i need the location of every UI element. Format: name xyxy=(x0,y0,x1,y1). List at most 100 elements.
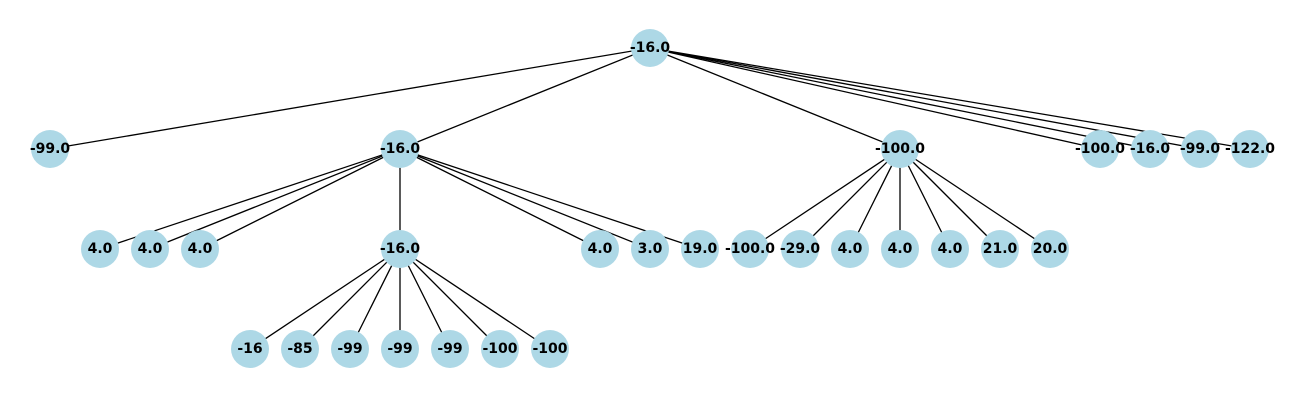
node-circle xyxy=(631,29,669,67)
node-circle xyxy=(681,230,719,268)
node-circle xyxy=(481,330,519,368)
edge-a3-c6 xyxy=(899,148,1001,250)
tree-node-d7: -100 xyxy=(531,330,569,368)
node-circle xyxy=(931,230,969,268)
node-label: -99 xyxy=(337,341,362,357)
edge-a3-c2 xyxy=(799,148,901,250)
tree-node-a6: -99.0 xyxy=(1180,130,1221,168)
node-label: -100.0 xyxy=(725,241,775,257)
tree-node-c3: 4.0 xyxy=(831,230,869,268)
node-circle xyxy=(381,230,419,268)
node-circle xyxy=(231,330,269,368)
node-label: 4.0 xyxy=(838,241,863,257)
node-circle xyxy=(1131,130,1169,168)
node-circle xyxy=(881,230,919,268)
edge-b4-d2 xyxy=(299,248,401,350)
edges-layer xyxy=(49,47,1251,350)
node-label: -16.0 xyxy=(380,241,421,257)
node-label: 4.0 xyxy=(138,241,163,257)
node-circle xyxy=(431,330,469,368)
node-circle xyxy=(781,230,819,268)
node-circle xyxy=(31,130,69,168)
node-label: -16.0 xyxy=(1130,141,1171,157)
tree-node-a7: -122.0 xyxy=(1225,130,1275,168)
tree-node-a1: -99.0 xyxy=(30,130,71,168)
edge-root-a5 xyxy=(649,47,1151,150)
node-label: 20.0 xyxy=(1033,241,1068,257)
tree-node-c4: 4.0 xyxy=(881,230,919,268)
tree-node-b7: 19.0 xyxy=(681,230,719,268)
tree-node-root: -16.0 xyxy=(630,29,671,67)
edge-b4-d7 xyxy=(399,248,551,350)
edge-root-a6 xyxy=(649,47,1201,150)
tree-node-a2: -16.0 xyxy=(380,130,421,168)
tree-node-d1: -16 xyxy=(231,330,269,368)
node-label: -100.0 xyxy=(1075,141,1125,157)
edge-a3-c7 xyxy=(899,148,1051,250)
node-circle xyxy=(1031,230,1069,268)
node-label: 4.0 xyxy=(938,241,963,257)
node-label: -99 xyxy=(387,341,412,357)
tree-node-c6: 21.0 xyxy=(981,230,1019,268)
tree-node-b6: 3.0 xyxy=(631,230,669,268)
node-circle xyxy=(981,230,1019,268)
edge-b4-d6 xyxy=(399,248,501,350)
edge-a2-b6 xyxy=(399,148,651,250)
tree-node-d5: -99 xyxy=(431,330,469,368)
tree-node-a3: -100.0 xyxy=(875,130,925,168)
tree-node-b2: 4.0 xyxy=(131,230,169,268)
node-circle xyxy=(1081,130,1119,168)
edge-root-a1 xyxy=(49,47,651,150)
node-label: -100 xyxy=(532,341,567,357)
tree-node-a5: -16.0 xyxy=(1130,130,1171,168)
tree-node-a4: -100.0 xyxy=(1075,130,1125,168)
edge-a2-b5 xyxy=(399,148,601,250)
tree-node-b5: 4.0 xyxy=(581,230,619,268)
edge-root-a3 xyxy=(649,47,901,150)
node-label: -29.0 xyxy=(780,241,821,257)
node-circle xyxy=(131,230,169,268)
nodes-layer: -16.0-99.0-16.0-100.0-100.0-16.0-99.0-12… xyxy=(30,29,1275,368)
node-circle xyxy=(731,230,769,268)
node-circle xyxy=(531,330,569,368)
node-label: -99.0 xyxy=(1180,141,1221,157)
node-label: 19.0 xyxy=(683,241,718,257)
tree-node-c2: -29.0 xyxy=(780,230,821,268)
edge-b4-d1 xyxy=(249,248,401,350)
tree-node-d3: -99 xyxy=(331,330,369,368)
tree-node-d6: -100 xyxy=(481,330,519,368)
node-circle xyxy=(1231,130,1269,168)
node-label: -100 xyxy=(482,341,517,357)
edge-a2-b2 xyxy=(149,148,401,250)
node-circle xyxy=(181,230,219,268)
node-label: 4.0 xyxy=(588,241,613,257)
node-label: 21.0 xyxy=(983,241,1018,257)
node-label: -85 xyxy=(287,341,312,357)
node-label: -99.0 xyxy=(30,141,71,157)
tree-node-d4: -99 xyxy=(381,330,419,368)
node-label: -100.0 xyxy=(875,141,925,157)
node-label: -16.0 xyxy=(380,141,421,157)
edge-a2-b3 xyxy=(199,148,401,250)
tree-node-c1: -100.0 xyxy=(725,230,775,268)
tree-node-d2: -85 xyxy=(281,330,319,368)
node-label: 4.0 xyxy=(888,241,913,257)
edge-a3-c1 xyxy=(749,148,901,250)
tree-node-b1: 4.0 xyxy=(81,230,119,268)
tree-node-b4: -16.0 xyxy=(380,230,421,268)
node-circle xyxy=(281,330,319,368)
node-label: 3.0 xyxy=(638,241,663,257)
node-label: 4.0 xyxy=(88,241,113,257)
node-circle xyxy=(631,230,669,268)
node-label: -99 xyxy=(437,341,462,357)
node-label: -16.0 xyxy=(630,40,671,56)
node-circle xyxy=(831,230,869,268)
node-circle xyxy=(81,230,119,268)
node-circle xyxy=(331,330,369,368)
node-label: -16 xyxy=(237,341,262,357)
node-circle xyxy=(881,130,919,168)
tree-node-c7: 20.0 xyxy=(1031,230,1069,268)
node-circle xyxy=(381,130,419,168)
node-label: 4.0 xyxy=(188,241,213,257)
